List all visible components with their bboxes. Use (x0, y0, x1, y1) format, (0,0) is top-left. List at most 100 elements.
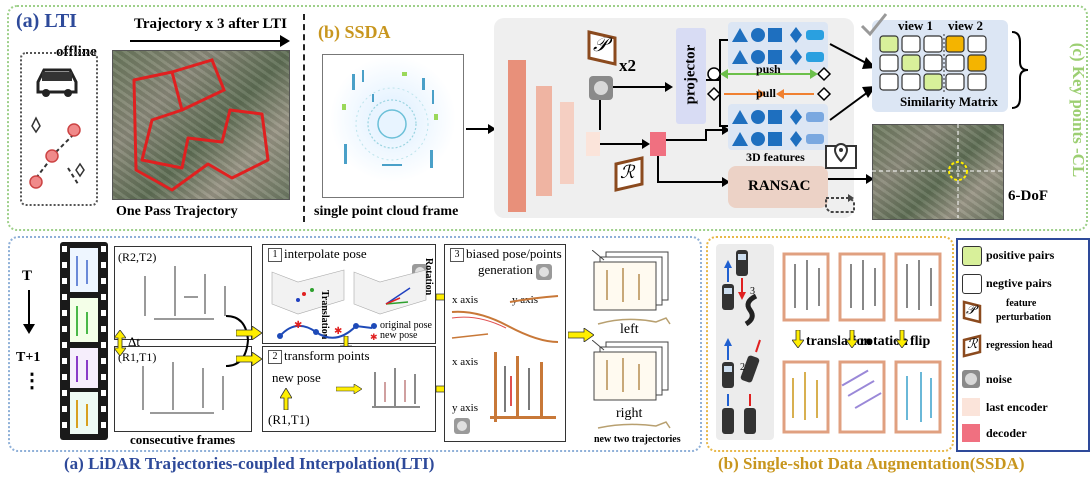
delta-t-arrow (114, 330, 126, 356)
six-dof-label: 6-DoF (1008, 188, 1048, 204)
ssda-down-arrow-1 (792, 330, 804, 348)
translation-aug-label: translation (806, 334, 872, 349)
lti-detail-caption: (a) LiDAR Trajectories-coupled Interpola… (64, 454, 435, 473)
view1-label: view 1 (898, 18, 934, 33)
p-symbol: 𝒫 (593, 34, 608, 56)
transform-arrow (336, 384, 362, 394)
negative-pair-swatch (962, 274, 982, 294)
new-two-trajectories-label: new two trajectories (594, 434, 681, 445)
left-trajectory-stack (592, 250, 669, 311)
new-pose-marker: ✱ (370, 332, 378, 340)
features-to-matrix-arrows (829, 43, 876, 121)
noise-to-encoder-arrow (599, 100, 601, 130)
feature-shapes-bottom (732, 109, 824, 147)
svg-text:✱: ✱ (334, 326, 342, 337)
ssda-to-net-arrow (466, 124, 496, 134)
last-encoder-label: last encoder (986, 400, 1048, 414)
flip-aug-label: flip (910, 334, 931, 349)
encoder-block-3 (560, 102, 574, 184)
road-panel (716, 244, 774, 440)
view2-label: view 2 (948, 18, 984, 33)
ransac-label: RANSAC (748, 178, 811, 194)
r1t1-text: (R1,T1) (268, 412, 310, 427)
biased-pose-label-1: biased pose/points (466, 246, 562, 261)
frame-r2t2-label: (R2,T2) (118, 250, 157, 264)
interpolate-pose-label: interpolate pose (284, 246, 367, 261)
ransac-block (728, 166, 828, 208)
keypoints-cl-title: (c) Key points -CL (1069, 42, 1088, 178)
localization-map (872, 124, 1004, 220)
time-dots: ⋮ (22, 370, 42, 392)
frame-r1t1-label: (R1,T1) (118, 350, 157, 364)
decoder-swatch (962, 424, 980, 442)
right-trajectory-curve (597, 421, 671, 429)
feature-shapes-top (732, 27, 824, 65)
trajectory-nodes-icon (29, 116, 85, 189)
y-axis-label-bottom: y axis (452, 402, 478, 414)
transform-points-label: transform points (284, 348, 370, 363)
time-t1-label: T+1 (16, 350, 41, 365)
lti-icon-box (20, 52, 98, 206)
frame-r2t2-panel (114, 246, 252, 340)
car-icon (36, 68, 78, 97)
ssda-point-cloud (322, 54, 464, 198)
ssda-down-arrow-3 (896, 330, 908, 348)
refine-loop-icon (825, 194, 855, 213)
encoder-to-decoder-arrow (600, 139, 650, 149)
svg-text:✱: ✱ (294, 320, 302, 331)
legend-p-symbol: 𝒫 (966, 302, 976, 317)
checkmark-icon (860, 13, 888, 37)
ransac-to-map-arrow (828, 174, 874, 184)
to-interpolate-arrow (236, 326, 262, 340)
new-pose-label: new pose (380, 330, 418, 341)
rotation-plot (353, 269, 427, 315)
time-t-label: T (22, 268, 33, 284)
svg-text:✱: ✱ (370, 332, 378, 340)
legend-r-symbol: ℛ (967, 336, 978, 351)
legend-p-icon (962, 300, 982, 324)
encoder-block-1 (508, 60, 526, 212)
last-encoder-swatch (962, 398, 980, 416)
localization-marker (872, 124, 1002, 218)
pull-label: pull (756, 86, 777, 100)
road-scene (722, 250, 761, 434)
step3-badge: 3 (450, 248, 464, 262)
step3-noise-icon-bottom (454, 418, 470, 434)
map-pin-icon (825, 142, 857, 169)
push-label: push (756, 62, 781, 76)
orig-pose-label: original pose (380, 320, 432, 331)
ssda-original-frames (782, 252, 942, 322)
projector-block (676, 28, 706, 124)
x-axis-label-bottom: x axis (452, 356, 478, 368)
lti-title: (a) LTI (16, 10, 77, 32)
ssda-caption: single point cloud frame (314, 204, 459, 219)
right-label: right (616, 406, 643, 421)
transformed-cloud (372, 368, 420, 408)
feature-label-1: feature (1006, 298, 1037, 309)
step1-badge: 1 (268, 248, 282, 262)
negative-pairs-label: negtive pairs (986, 276, 1052, 290)
frame-r2t2-points (144, 266, 226, 320)
biased-trajectory-plot (451, 295, 559, 343)
orig-pose-marker (371, 323, 377, 329)
top-region (7, 5, 1088, 231)
similarity-label: Similarity Matrix (900, 94, 998, 109)
positive-pairs-label: positive pairs (986, 248, 1055, 262)
trajectory-x3-label: Trajectory x 3 after LTI (134, 16, 288, 32)
time-arrow (23, 290, 35, 334)
positive-pair-swatch (962, 246, 982, 266)
step2-badge: 2 (268, 350, 282, 364)
frame-r1t1-points (142, 362, 224, 414)
new-pose-text: new pose (272, 370, 321, 385)
noise-label: noise (986, 372, 1013, 386)
frame-r1t1-panel (114, 346, 252, 432)
road-num-2: 2 (740, 362, 745, 373)
biased-points-plot (490, 352, 556, 422)
to-new-trajectories-arrow (568, 328, 594, 342)
film-strip-frames (62, 246, 106, 434)
legend-panel (956, 238, 1090, 452)
top-separator (303, 14, 305, 222)
consecutive-frames-label: consecutive frames (130, 432, 236, 447)
right-trajectory-stack (592, 340, 669, 401)
legend-r-icon (962, 334, 982, 358)
